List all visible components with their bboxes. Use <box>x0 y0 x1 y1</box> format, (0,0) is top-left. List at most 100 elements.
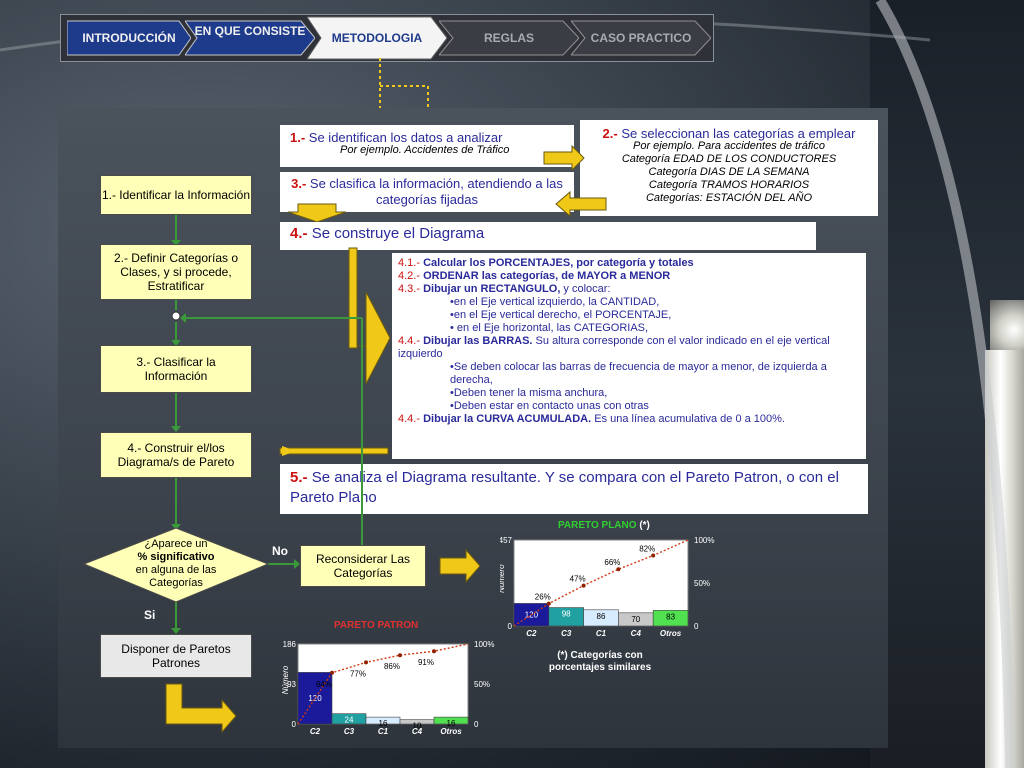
step-3-box: 3.- Se clasifica la información, atendie… <box>280 172 574 212</box>
cumulative-label: 64% <box>316 680 332 689</box>
detail-item: • en el Eje horizontal, las CATEGORIAS, <box>450 322 649 334</box>
cumulative-label: 82% <box>639 544 655 553</box>
category-label: C3 <box>561 629 572 638</box>
y-axis-label: Número <box>281 665 290 694</box>
flow-step-3: 3.- Clasificar la Información <box>100 345 252 393</box>
decision-line-2: % significativo <box>137 551 215 563</box>
y2-tick-label: 50% <box>474 680 490 689</box>
step-2-number: 2.- <box>602 126 618 141</box>
cumulative-label: 91% <box>418 658 434 667</box>
chart-1-title: PARETO PLANO (*) <box>558 520 650 531</box>
si-label: Si <box>144 608 156 622</box>
step-5-text: Se analiza el Diagrama resultante. Y se … <box>290 469 839 506</box>
chart-2-svg: 120C224C316C110C416Otros186930100%50%0Nú… <box>281 640 494 736</box>
y2-tick-label: 0 <box>474 720 479 729</box>
detail-bold: Calcular los PORCENTAJES, por categoría … <box>423 257 694 269</box>
step-1-box: 1.- Se identifican los datos a analizar … <box>280 125 574 167</box>
y-tick-label: 93 <box>287 680 296 689</box>
detail-item: 4.4.- Dibujar las BARRAS. Su altura corr… <box>398 335 860 361</box>
step-2-line-2: Categoría EDAD DE LOS CONDUCTORES <box>621 153 837 165</box>
cumulative-point <box>651 553 656 558</box>
category-label: Otros <box>440 727 462 736</box>
flow-step-4-label: 4.- Construir el/los Diagrama/s de Paret… <box>117 441 235 469</box>
decision-line-1: ¿Aparece un <box>144 538 208 550</box>
y-tick-label: 186 <box>283 640 297 649</box>
bar-value-label: 86 <box>597 612 606 621</box>
tab-en-que-consiste[interactable]: EN QUE CONSISTE <box>185 15 315 61</box>
chart-1-title-text: PARETO PLANO <box>558 520 637 531</box>
bar-value-label: 10 <box>413 722 422 731</box>
tab-en-que-consiste-label: EN QUE CONSISTE <box>194 24 306 38</box>
detail-number: 4.3.- <box>398 283 424 295</box>
step-1-example: Por ejemplo. Accidentes de Tráfico <box>340 144 510 156</box>
chart-1-title-suffix: (*) <box>639 520 650 531</box>
step-5-box: 5.- Se analiza el Diagrama resultante. Y… <box>280 464 868 514</box>
detail-item: •Se deben colocar las barras de frecuenc… <box>450 361 827 386</box>
step-3-number: 3.- <box>291 176 307 191</box>
detail-item: •Deben estar en contacto unas con otras <box>450 400 649 412</box>
tab-reglas-label: REGLAS <box>483 31 534 45</box>
flow-step-3-label: 3.- Clasificar la Información <box>136 355 216 383</box>
step-4-text: Se construye el Diagrama <box>311 225 485 242</box>
y-axis-label: Número <box>500 564 506 593</box>
cumulative-point <box>546 601 551 606</box>
step-2-box: 2.- Se seleccionan las categorías a empl… <box>580 120 878 216</box>
navigation-bar: INTRODUCCIÓN EN QUE CONSISTE METODOLOGIA… <box>60 14 714 62</box>
decision-diamond <box>82 527 270 603</box>
tab-caso-practico[interactable]: CASO PRACTICO <box>571 15 711 61</box>
y2-tick-label: 100% <box>694 536 714 545</box>
tab-metodologia-shape <box>307 16 447 60</box>
flow-step-2: 2.- Definir Categorías o Clases, y si pr… <box>100 244 252 300</box>
cumulative-label: 66% <box>604 558 620 567</box>
bar-value-label: 83 <box>666 612 675 621</box>
y-tick-label: 0 <box>292 720 297 729</box>
detail-rest: y colocar: <box>560 283 611 295</box>
dispose-box: Disponer de Paretos Patrones <box>100 634 252 678</box>
detail-number: 4.4.- <box>398 335 424 347</box>
tab-metodologia[interactable]: METODOLOGIA <box>307 15 447 61</box>
tab-introduccion[interactable]: INTRODUCCIÓN <box>67 15 191 61</box>
y-tick-label: 457 <box>500 536 513 545</box>
category-label: C4 <box>412 727 423 736</box>
cumulative-point <box>616 567 621 572</box>
cumulative-point <box>364 660 368 665</box>
tab-reglas-shape <box>439 20 579 56</box>
cumulative-point <box>432 649 436 654</box>
bar-value-label: 98 <box>562 610 571 619</box>
arrow-right-icon <box>543 144 585 172</box>
detail-rest: Su altura corresponde con el valor indic… <box>398 335 830 360</box>
cumulative-label: 86% <box>384 662 400 671</box>
step-2-line-4: Categoría TRAMOS HORARIOS <box>648 179 810 191</box>
detail-item: •Deben tener la misma anchura, <box>450 387 608 399</box>
decision-line-3: en alguna de las Categorías <box>135 564 217 589</box>
category-label: C3 <box>344 727 355 736</box>
detail-bold: Dibujar las BARRAS. <box>423 335 533 347</box>
merge-node <box>171 311 181 321</box>
flow-step-1: 1.- Identificar la Información <box>100 175 252 215</box>
chevron-right-icon <box>365 291 391 385</box>
cumulative-label: 77% <box>350 669 366 678</box>
step-2-line-3: Categoría DIAS DE LA SEMANA <box>648 166 810 178</box>
detail-item: 4.4.- Dibujar la CURVA ACUMULADA. Es una… <box>398 413 860 426</box>
chart-note: (*) Categorías con porcentajes similares <box>548 650 652 673</box>
tab-introduccion-shape <box>67 20 191 56</box>
arrow-right-icon-2 <box>439 548 481 584</box>
tab-caso-practico-shape <box>571 20 711 56</box>
arrow-down-icon <box>287 203 347 223</box>
y2-tick-label: 50% <box>694 579 710 588</box>
category-label: C2 <box>526 629 537 638</box>
tab-reglas[interactable]: REGLAS <box>439 15 579 61</box>
category-label: C1 <box>596 629 607 638</box>
tab-metodologia-label: METODOLOGIA <box>331 31 423 45</box>
bar-Otros <box>652 610 689 627</box>
bar-C2 <box>297 672 333 725</box>
cumulative-label: 26% <box>535 593 551 602</box>
step-1-text: Se identifican los datos a analizar <box>308 130 503 145</box>
detail-number: 4.1.- <box>398 257 424 269</box>
cumulative-point <box>581 583 586 588</box>
bar-value-label: 16 <box>379 719 388 728</box>
detail-bold: ORDENAR las categorías, de MAYOR a MENOR <box>423 270 671 282</box>
